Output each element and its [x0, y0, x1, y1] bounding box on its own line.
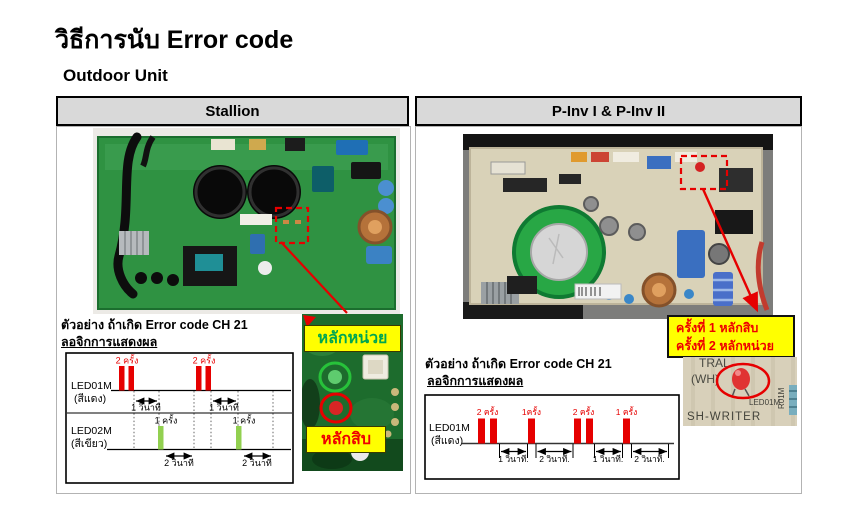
- count-label: 1 ครั้ง: [616, 406, 638, 417]
- stallion-column: หลักหน่วย หลักสิบ ตัวอย่าง ถ้าเกิด Error…: [56, 126, 411, 494]
- pinv-column: ครั้งที่ 1 หลักสิบ ครั้งที่ 2 หลักหน่วย …: [415, 126, 802, 494]
- board-components: [481, 161, 770, 311]
- led2-color: (สีเขียว): [71, 437, 107, 450]
- interval-label: 2 วินาที.: [539, 454, 569, 464]
- diagram-border: [424, 394, 680, 480]
- units-digit-tag: หลักหน่วย: [304, 325, 401, 352]
- red-pulse-bars: [478, 418, 630, 444]
- dimension-ticks: [499, 444, 669, 458]
- logic-label: ลอจิกการแสดงผล: [61, 335, 158, 349]
- annotation-line: [280, 241, 348, 314]
- interval-label: 1 วินาที: [209, 403, 239, 413]
- red-led-circled: [715, 362, 771, 400]
- header-label: P-Inv I & P-Inv II: [551, 102, 666, 120]
- red-pulse-bars: [119, 366, 211, 391]
- red-count-label: 2 ครั้ง: [116, 354, 139, 366]
- example-text: ตัวอย่าง ถ้าเกิด Error code CH 21: [61, 318, 248, 332]
- led1-color: (สีแดง): [431, 434, 463, 447]
- callout-line: ครั้งที่ 1 หลักสิบ: [676, 321, 759, 335]
- sh-writer-silkscreen: SH-WRITER: [687, 411, 761, 423]
- solder-pads: [384, 388, 399, 438]
- white-connector: [362, 354, 389, 380]
- callout-line: ครั้งที่ 2 หลักหน่วย: [676, 339, 774, 353]
- header-label: Stallion: [205, 102, 260, 120]
- interval-label: 1 วินาที: [131, 403, 161, 413]
- board-components: [119, 138, 394, 286]
- red-led-circled: [319, 392, 353, 424]
- green-pulse-bars: [158, 426, 242, 450]
- r01m-silkscreen: R01M: [777, 387, 786, 409]
- wh-label: (WH): [691, 372, 719, 386]
- green-led-circled: [318, 361, 352, 393]
- blink-order-callout: ครั้งที่ 1 หลักสิบ ครั้งที่ 2 หลักหน่วย: [667, 315, 795, 358]
- logic-label: ลอจิกการแสดงผล: [427, 374, 524, 388]
- interval-label: 2 วินาที: [242, 458, 272, 468]
- led2-name: LED02M: [71, 425, 112, 437]
- red-count-label: 2 ครั้ง: [193, 354, 216, 366]
- stallion-timing-diagram: LED01M (สีแดง) 2 ครั้ง 2 ครั้ง 1 วินาที …: [65, 352, 294, 484]
- interval-label: 2 วินาที: [164, 458, 194, 468]
- tens-digit-tag: หลักสิบ: [306, 426, 386, 453]
- green-count-label: 1 ครั้ง: [155, 414, 178, 426]
- led1-color: (สีแดง): [74, 392, 106, 405]
- count-label: 2 ครั้ง: [477, 406, 499, 417]
- blue-component: [789, 385, 797, 415]
- led-highlight-dashed-box: [274, 206, 310, 245]
- page-title: วิธีการนับ Error code: [55, 26, 294, 54]
- stallion-board-photo: [93, 128, 400, 314]
- callout-arrow: [701, 188, 759, 313]
- led01m-silkscreen: LED01M: [749, 398, 780, 407]
- table-header-pinv: P-Inv I & P-Inv II: [415, 96, 802, 126]
- count-label: 2 ครั้ง: [573, 406, 595, 417]
- red-arrowhead: [303, 315, 316, 327]
- interval-label: 1 วินาที.: [498, 454, 528, 464]
- pinv-timing-diagram: LED01M (สีแดง) 2 ครั้ง 1ครั้ง 2 ครั้ง 1 …: [424, 394, 680, 480]
- count-label: 1ครั้ง: [522, 406, 541, 417]
- diagram-border: [65, 352, 294, 484]
- section-subtitle: Outdoor Unit: [63, 66, 168, 85]
- table-header-stallion: Stallion: [56, 96, 409, 126]
- board-silkscreen-fragment: TRAL: [699, 357, 730, 370]
- pinv-board-photo: [463, 134, 773, 319]
- electrolytic-capacitors: [193, 165, 301, 219]
- red-led-dot: [695, 162, 705, 172]
- led1-name: LED01M: [71, 380, 112, 392]
- interval-label: 2 วินาที.: [634, 454, 664, 464]
- green-count-label: 1 ครั้ง: [233, 414, 256, 426]
- example-text: ตัวอย่าง ถ้าเกิด Error code CH 21: [425, 357, 612, 371]
- pinv-led-inset-photo: TRAL (WH) LED01M R01M SH-WRITER: [683, 357, 797, 426]
- interval-label: 1 วินาที.: [593, 454, 623, 464]
- led1-name: LED01M: [429, 422, 470, 434]
